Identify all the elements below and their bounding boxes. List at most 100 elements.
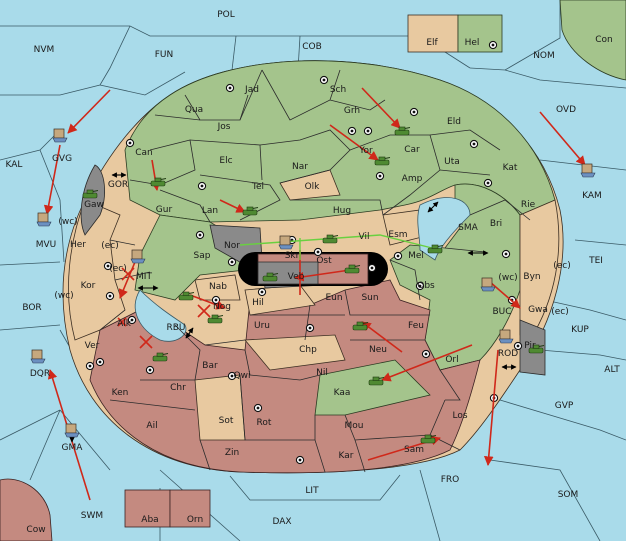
province-label-mou: Mou (345, 421, 364, 431)
province-label-qwi: Qwi (234, 371, 251, 381)
sea-label-rod: ROD (498, 349, 518, 359)
supply-centers (85, 40, 523, 465)
supply-center-dot (228, 86, 232, 90)
sea-label-mit: MIT (136, 272, 152, 282)
move-order-arrow (539, 111, 586, 166)
province-label-esm: Esm (388, 230, 407, 240)
province-label-grh: Grh (344, 106, 360, 116)
supply-center-dot (298, 458, 302, 462)
province-label-qua: Qua (185, 105, 203, 115)
province-label-uta: Uta (444, 157, 460, 167)
province-label-chp: Chp (299, 345, 317, 355)
province-label-vil: Vil (359, 232, 370, 242)
supply-center-dot (366, 129, 370, 133)
supply-center-dot (491, 43, 495, 47)
province-label-kaa: Kaa (334, 388, 351, 398)
sea-label-nom: NOM (533, 51, 555, 61)
supply-center-dot (504, 252, 508, 256)
orders (43, 87, 586, 501)
province-label-zin: Zin (225, 448, 239, 458)
supply-center-dot (516, 344, 520, 348)
province-label-kar: Kar (339, 451, 354, 461)
supply-center-dot (200, 184, 204, 188)
supply-center-dot (108, 294, 112, 298)
convoy-links (69, 172, 517, 443)
move-order-arrow (329, 124, 379, 161)
supply-center-dot (350, 129, 354, 133)
coast-label-kor-ec: (ec) (109, 264, 127, 274)
supply-center-dot (418, 284, 422, 288)
province-label-lan: Lan (202, 206, 218, 216)
supply-center-dot (128, 141, 132, 145)
supply-center-dot (412, 110, 416, 114)
province-label-orn: Orn (187, 515, 203, 525)
province-label-sot: Sot (219, 416, 234, 426)
supply-center-dot (130, 318, 134, 322)
orn-box (169, 489, 211, 528)
supply-center-dot (396, 254, 400, 258)
province-label-rie: Rie (521, 200, 536, 210)
sea-label-kup: KUP (571, 325, 589, 335)
province-label-mel: Mel (408, 251, 424, 261)
tan-chp (244, 334, 346, 371)
province-label-obs: Obs (417, 281, 435, 291)
province-label-los: Los (452, 411, 467, 421)
sea-label-cob: COB (302, 42, 322, 52)
province-label-neu: Neu (369, 345, 387, 355)
sea-label-dax: DAX (272, 517, 291, 527)
sea-label-dqr: DQR (30, 369, 50, 379)
province-label-nar: Nar (292, 162, 308, 172)
sea-label-fro: FRO (441, 475, 460, 485)
move-order-arrow (67, 89, 111, 134)
province-label-amp: Amp (402, 174, 423, 184)
sea-label-swm: SWM (81, 511, 103, 521)
rose-south (89, 279, 481, 474)
sea-label-kal: KAL (6, 160, 23, 170)
province-label-byn: Byn (523, 272, 540, 282)
sea-label-lit: LIT (305, 486, 319, 496)
sea-label-tei: TEI (588, 256, 603, 266)
province-label-ver: Ver (85, 341, 100, 351)
province-label-hil: Hil (252, 298, 264, 308)
province-label-bri: Bri (490, 219, 502, 229)
supply-center-dot (214, 298, 218, 302)
province-label-feu: Feu (408, 321, 424, 331)
province-label-sam: Sam (404, 445, 424, 455)
province-label-uru: Uru (254, 321, 270, 331)
sea-label-cow: Cow (26, 525, 45, 535)
province-label-alk: Alk (117, 319, 132, 329)
sea-label-ovd: OVD (556, 105, 576, 115)
province-label-yor: Yor (358, 146, 373, 156)
province-label-eld: Eld (447, 117, 461, 127)
province-label-kor: Kor (81, 281, 96, 291)
double-arrow-icon (185, 327, 194, 339)
province-label-elf: Elf (426, 38, 438, 48)
green-east (389, 183, 521, 371)
province-label-nor: Nor (224, 241, 240, 251)
province-label-hel: Hel (465, 38, 480, 48)
province-label-pir: Pir (524, 341, 536, 351)
supply-center-dot (316, 250, 320, 254)
sea-label-bor: BOR (22, 303, 41, 313)
sea-label-fun: FUN (155, 50, 174, 60)
elf-box (407, 14, 459, 53)
province-label-chr: Chr (170, 383, 186, 393)
sea-label-kam: KAM (582, 191, 602, 201)
supply-center-dot (472, 142, 476, 146)
neutral-pir (519, 319, 546, 376)
cow-island (0, 478, 53, 541)
province-label-nog: Nog (213, 302, 231, 312)
province-label-sap: Sap (194, 251, 211, 261)
supply-center-dot (88, 364, 92, 368)
sea-label-rbu: RBU (166, 323, 185, 333)
move-order-arrow (43, 144, 61, 215)
move-order-arrow (118, 261, 136, 299)
supply-center-dot (486, 181, 490, 185)
province-label-orl: Orl (445, 355, 458, 365)
supply-center-dot (424, 352, 428, 356)
supply-center-dot (378, 174, 382, 178)
sea-label-alt: ALT (604, 365, 620, 375)
move-order-arrow (381, 344, 473, 382)
